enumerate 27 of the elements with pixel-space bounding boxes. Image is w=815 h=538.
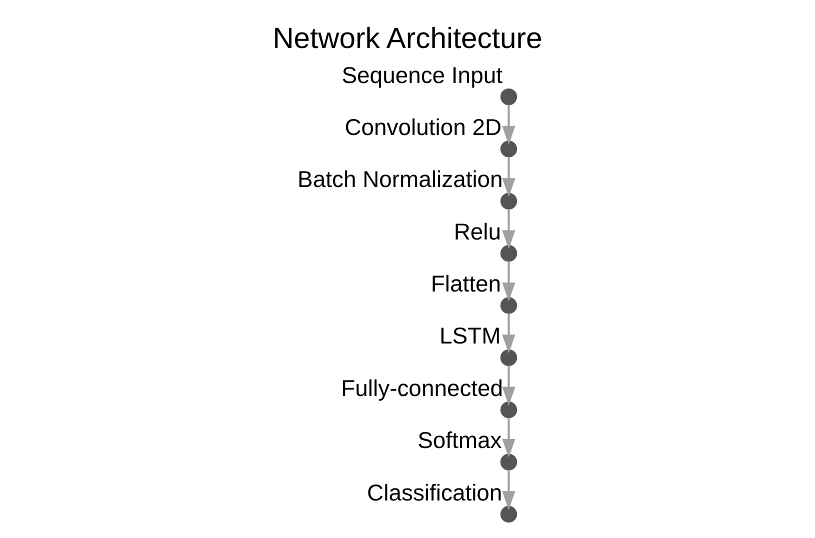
node-circle [500,88,518,106]
node-circle [500,402,518,418]
arrow [502,418,516,458]
node-label: Batch Normalization [298,166,503,192]
node-circle [500,349,518,366]
node-label: Softmax [418,427,502,454]
node-circle [500,192,518,210]
node-label: Relu [454,218,502,244]
node-label: Flatten [430,270,502,297]
node-label: Convolution 2D [344,114,502,140]
node-circle [500,506,518,523]
node-circle [500,245,518,262]
arrow [502,209,516,250]
arrow [502,261,516,302]
arrow [502,314,516,354]
node-circle [500,297,518,314]
node-circle [500,140,518,158]
arrow [502,156,516,197]
arrow [502,104,516,145]
diagram-title: Network Architecture [272,23,542,56]
node-label: Fully-connected [341,374,504,401]
node-label: Sequence Input [342,62,502,88]
node-label: LSTM [440,322,501,349]
node-circle [500,454,518,470]
arrow [502,470,516,510]
arrow [502,366,516,406]
node-label: Classification [367,479,502,506]
